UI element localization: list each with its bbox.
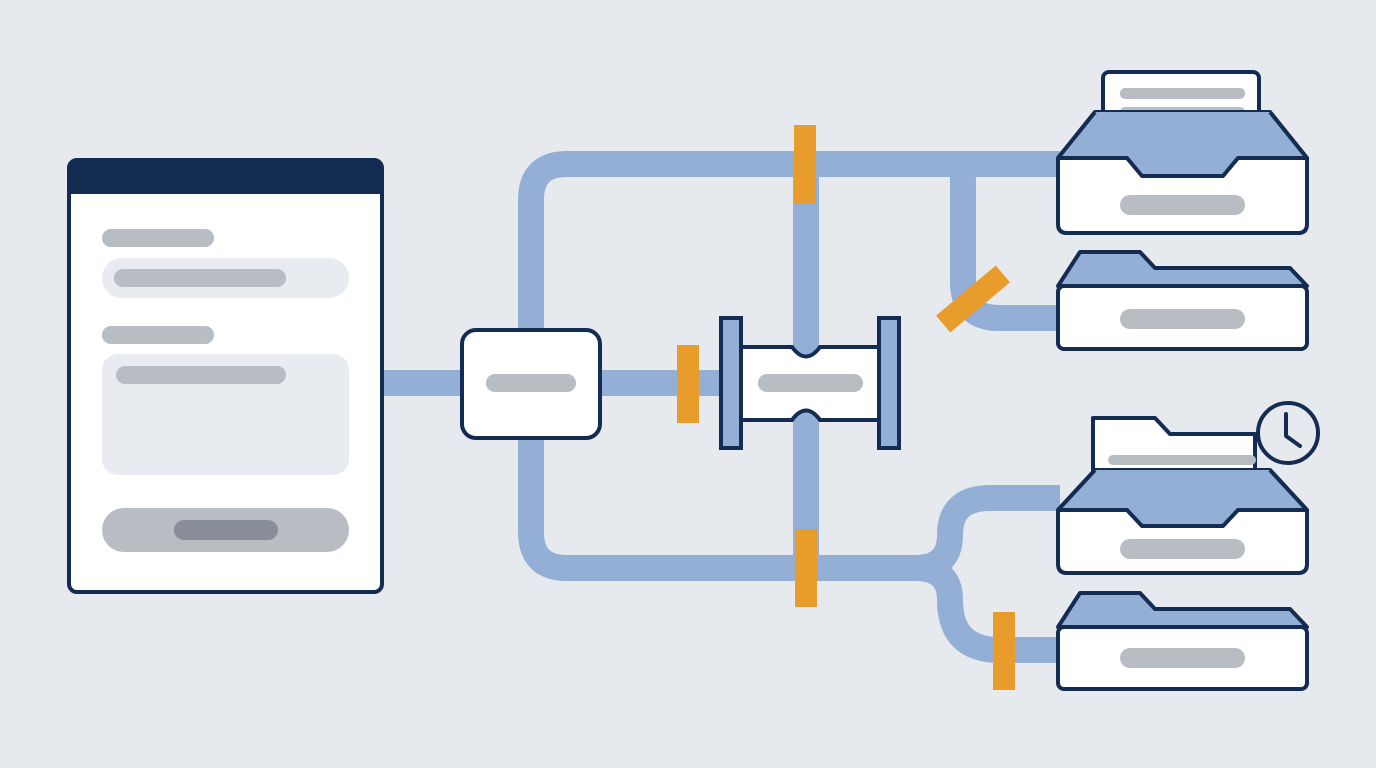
valve-top [794,125,816,203]
folder-tray-icon [1056,250,1309,351]
inbox-tray-icon [1056,110,1309,235]
folder-tray-icon [1056,591,1309,691]
router-node-icon [460,328,602,440]
textarea-field [102,354,349,475]
pipe-bottom-loop [518,438,915,581]
short-field-label [102,229,214,247]
document-inbox-tray [1056,70,1309,235]
folder-tray-icon [1056,468,1309,575]
valve-middle [677,345,699,423]
spool-filter-icon [719,316,901,450]
pipe-branch-lower-a [914,485,1060,581]
bottom-folder-tray [1056,591,1309,691]
scheduled-folder-tray [1056,401,1320,575]
valve-bottom [795,529,817,607]
pipe-branch-upper [948,151,1060,331]
clock-icon [1256,401,1320,465]
long-field-label [102,326,214,344]
form-window-icon [67,158,384,594]
valves [677,125,1015,690]
valve-bottom-right [993,612,1015,690]
pipe-top-loop [518,151,1060,330]
pipe-branch-lower-b [914,555,1060,663]
empty-folder-tray [1056,250,1309,351]
valve-diagonal [936,265,1010,333]
